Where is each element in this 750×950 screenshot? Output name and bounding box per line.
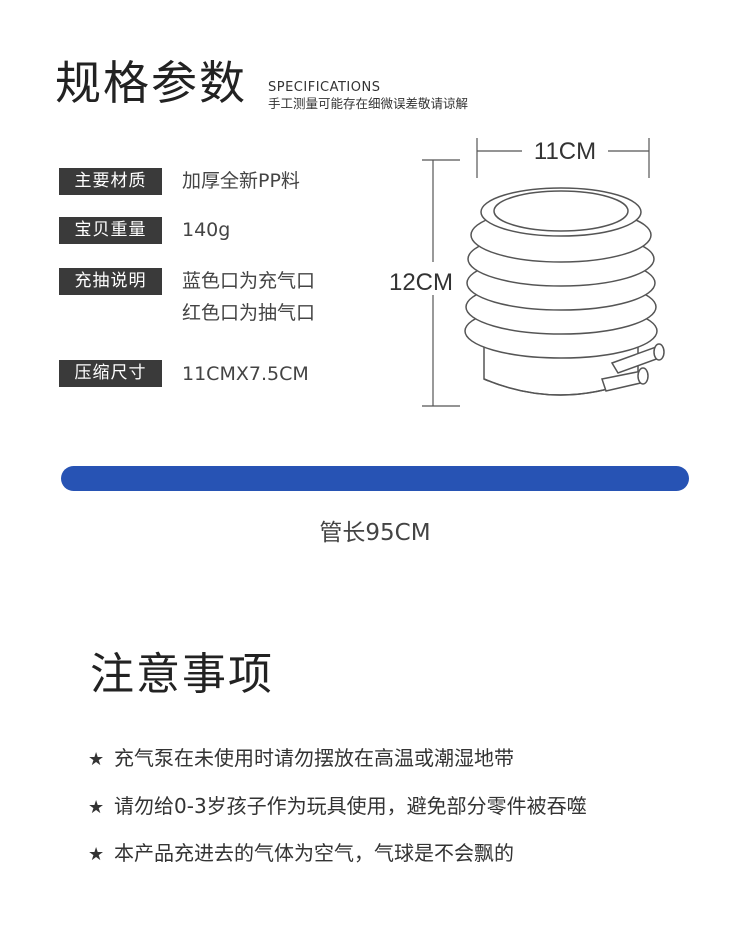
spec-label-valves: 充抽说明 (59, 268, 162, 295)
spec-value-material: 加厚全新PP料 (182, 170, 300, 192)
note-text: 充气泵在未使用时请勿摆放在高温或潮湿地带 (114, 746, 514, 770)
star-icon: ★ (88, 844, 105, 865)
note-item: ★ 本产品充进去的气体为空气，气球是不会飘的 (88, 843, 514, 864)
star-icon: ★ (88, 749, 105, 770)
spec-value-valves-inflate: 蓝色口为充气口 (182, 270, 316, 292)
spec-value-compressed-size: 11CMX7.5CM (182, 363, 309, 385)
spec-title-en: SPECIFICATIONS (268, 80, 381, 95)
notes-title: 注意事项 (90, 649, 274, 700)
width-dimension-label: 11CM (534, 138, 596, 165)
pump-dimension-diagram: 11CM 12CM (389, 138, 665, 407)
note-text: 本产品充进去的气体为空气，气球是不会飘的 (114, 841, 514, 865)
height-dimension-label: 12CM (389, 269, 453, 296)
spec-measure-note: 手工测量可能存在细微误差敬请谅解 (268, 96, 469, 111)
star-icon: ★ (88, 797, 105, 818)
spec-title: 规格参数 (55, 56, 247, 110)
note-item: ★ 请勿给0-3岁孩子作为玩具使用，避免部分零件被吞噬 (88, 796, 587, 817)
note-item: ★ 充气泵在未使用时请勿摆放在高温或潮湿地带 (88, 748, 514, 769)
tube-length-label: 管长95CM (319, 520, 431, 546)
spec-label-compressed-size: 压缩尺寸 (59, 360, 162, 387)
tube-length-bar (61, 466, 689, 491)
spec-value-valves-deflate: 红色口为抽气口 (182, 302, 316, 324)
spec-value-weight: 140g (182, 219, 231, 241)
spec-label-material: 主要材质 (59, 168, 162, 195)
spec-label-weight: 宝贝重量 (59, 217, 162, 244)
note-text: 请勿给0-3岁孩子作为玩具使用，避免部分零件被吞噬 (114, 794, 587, 818)
